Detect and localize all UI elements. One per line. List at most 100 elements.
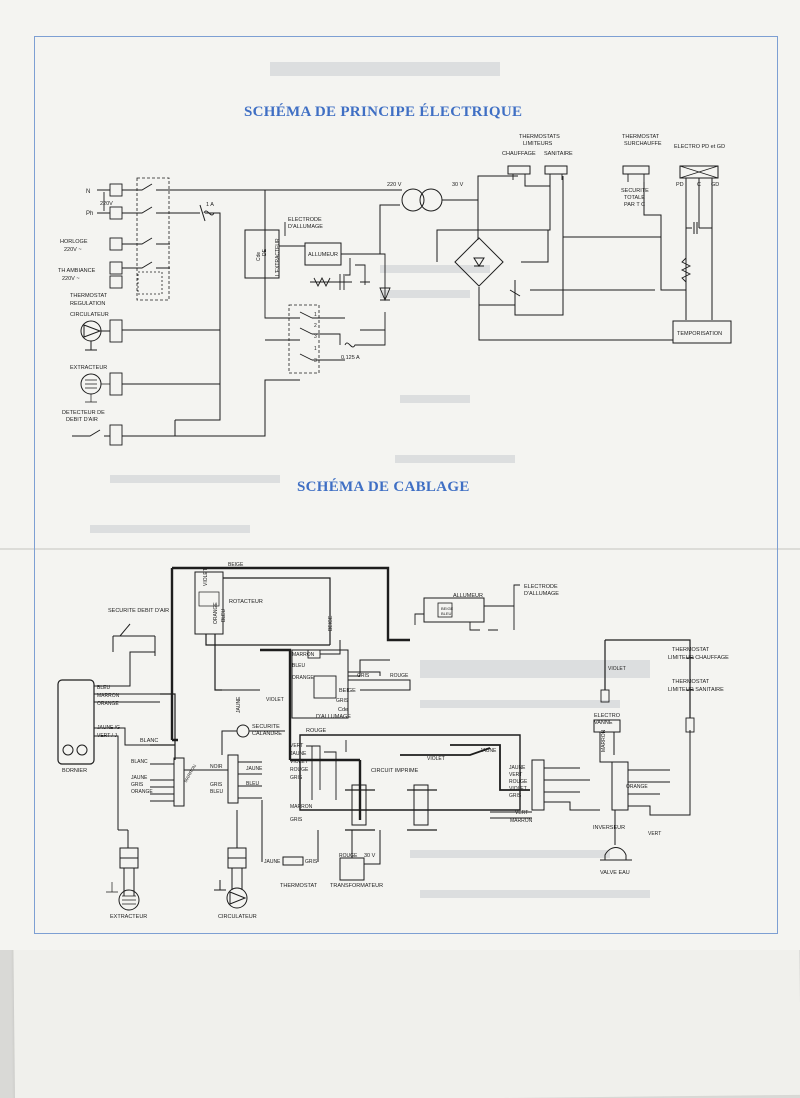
temporisation-box [672,320,732,344]
label-securite-debit: SECURITE DEBIT D'AIR [108,608,169,614]
label-violet-ci2: VIOLET [427,756,445,762]
label-thermostat-surchauffe: THERMOSTAT [622,134,660,140]
label-orange-conn: ORANGE [131,789,153,795]
label-thermostat-c: THERMOSTAT [280,883,318,889]
label-orange-c: ORANGE [292,675,314,681]
label-vert-r: VERT [509,772,522,778]
label-beige-c: BEIGE [339,688,356,694]
label-blanc: BLANC [140,738,158,744]
fuse-1a: 1 A [206,202,214,208]
allumeur-block [423,597,485,623]
label-detecteur: DETECTEUR DE [62,410,105,416]
label-extracteur-c: EXTRACTEUR [110,914,147,920]
thermostat-block [282,856,304,866]
label-gris-r: GRIS [509,793,522,799]
label-gris-th: GRIS [305,859,318,865]
label-noir: NOIR [210,764,223,770]
svg-text:3: 3 [314,358,317,364]
label-totale: TOTALE [624,195,645,201]
label-marron-conn: MARRON [183,764,197,784]
rotacteur-block [194,571,224,635]
label-horloge-v: 220V ~ [64,247,82,253]
label-vert-r2: VERT [515,810,528,816]
label-jaune-m: JAUNE [246,766,263,772]
label-rouge-tr: ROUGE [339,853,358,859]
securite-calandre-icon [236,724,250,738]
label-jaune-cal: JAUNE [236,696,242,713]
inverseur-block [611,761,629,811]
electro-vanne-block [593,719,621,733]
label-sanitaire: SANITAIRE [544,151,573,157]
label-jaune-r: JAUNE [509,765,526,771]
label-bleu-c: BLEU [292,663,305,669]
thermostat-sanitaire [544,165,568,175]
bleed-through [90,62,650,898]
relay-2 [413,784,429,826]
label-d-allumage-c: D'ALLUMAGE [316,714,351,720]
label-cde-c: Cde [338,707,348,713]
label-rotacteur: ROTACTEUR [229,599,263,605]
label-220v: 220V [100,201,113,207]
label-rouge-r: ROUGE [509,779,528,785]
label-jaune-conn: JAUNE [131,775,148,781]
label-calandre: CALANDRE [252,731,282,737]
label-gris-m: GRIS [210,782,223,788]
label-th-ambiance: TH AMBIANCE [58,268,96,274]
valve-eau-icon [600,847,632,861]
label-orange-inv: ORANGE [626,784,648,790]
label-violet-ci: VIOLET [290,759,308,765]
label-30v-secondary: 30 V [452,182,464,188]
schema-cablage: BEIGE VIOLET ORANGE BLEU ROTACTEUR BEIGE… [57,562,729,920]
thermostat-chauffage [507,165,531,175]
label-electro-vanne: ELECTRO [594,713,621,719]
label-30v: 30 V [364,853,376,859]
label-gris-c: GRIS [336,698,349,704]
label-marron-b: MARRON [97,693,120,699]
label-par-tc: PAR T C [624,202,645,208]
label-orange-b: ORANGE [97,701,119,707]
label-beige-top: BEIGE [228,562,244,568]
label-th-ambiance-v: 220V ~ [62,276,80,282]
bridge-rectifier [454,237,504,287]
label-circuit-imprime: CIRCUIT IMPRIME [371,768,419,774]
label-bleu-rot: BLEU [221,609,227,622]
label-beige-right: BEIGE [328,615,334,631]
label-violet-c: VIOLET [266,697,284,703]
label-blanc-conn: BLANC [131,759,148,765]
label-circulateur: CIRCULATEUR [70,312,109,318]
page-fold [0,548,800,550]
label-securite: SECURITE [621,188,649,194]
label-l-extracteur: L'EXTRACTEUR [275,238,281,276]
label-thermostat: THERMOSTAT [70,293,108,299]
label-beige-allumeur: BEIGE [441,606,454,611]
svg-text:3: 3 [314,334,317,340]
schema-principe: N Ph 220V 1 A HORLOGE 220V ~ TH [58,134,732,446]
label-th-chauffage: THERMOSTAT [672,647,710,653]
extracteur-motor-icon [118,889,140,911]
page-frame [34,36,778,934]
transformer-secondary [419,188,443,212]
label-allumage: D'ALLUMAGE [288,224,323,230]
label-bornier: BORNIER [62,768,87,774]
label-th-sanitaire: THERMOSTAT [672,679,710,685]
label-orange-rot: ORANGE [213,602,219,624]
label-extracteur: EXTRACTEUR [70,365,107,371]
svg-text:1: 1 [314,312,317,318]
label-allumage-c: D'ALLUMAGE [524,591,559,597]
label-debit-air: DEBIT D'AIR [66,417,98,423]
label-chauffage: CHAUFFAGE [502,151,536,157]
label-lim-sanitaire: LIMITEUR SANITAIRE [668,687,724,693]
label-bleu-m: BLEU [210,789,223,795]
cde-extracteur-box [244,229,280,279]
label-bleu-allumeur: BLEU [441,611,452,616]
label-horloge: HORLOGE [60,239,88,245]
transformer-block [339,857,365,881]
transformer-primary [401,188,425,212]
bornier-block [57,679,95,765]
label-vert-ci: VERT [290,743,303,749]
svg-text:1: 1 [314,346,317,352]
connector-left [173,757,185,807]
svg-text:2: 2 [314,323,317,329]
label-violet-rot: VIOLET [203,568,209,586]
